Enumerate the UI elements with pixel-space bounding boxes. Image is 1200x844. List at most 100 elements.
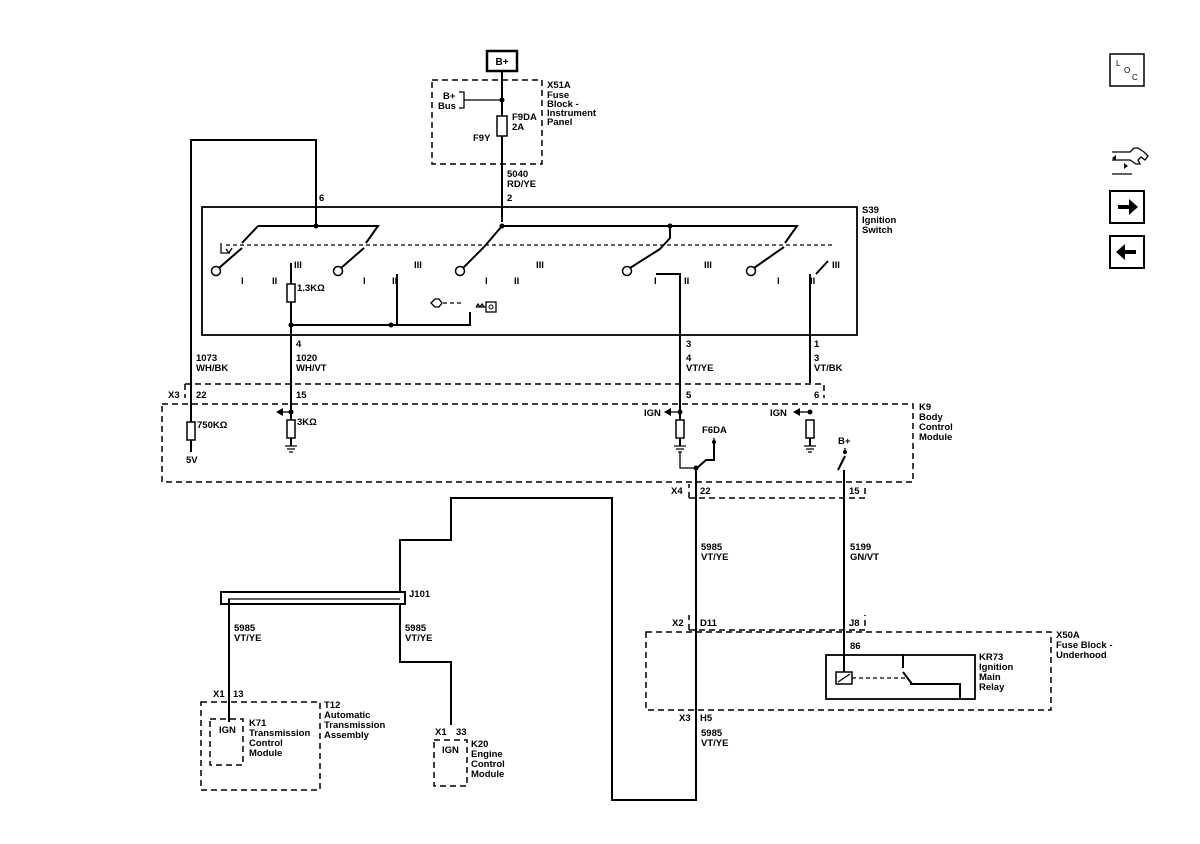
wire-vtye-color: VT/YE — [686, 363, 713, 374]
wire-5985-circuit-3: 5985 — [405, 623, 427, 634]
wire-1073-color: WH/BK — [196, 363, 228, 374]
fuse-f9da-symbol — [496, 115, 508, 137]
wire-5199-color: GN/VT — [850, 552, 879, 563]
uh-pin-j8: J8 — [849, 618, 860, 629]
relay-kr73-name-1: Ignition — [979, 662, 1013, 673]
arrow-left-icon — [1116, 244, 1136, 260]
bcm-5v-label: 5V — [186, 455, 198, 466]
t12-name-2: Transmission — [324, 720, 385, 731]
relay-kr73-id: KR73 — [979, 652, 1003, 663]
ecm-outline — [433, 739, 468, 787]
uh-connector-x2: X2 — [672, 618, 684, 629]
fuse-block-ip-name-4: Panel — [547, 117, 572, 128]
wire-5040-circuit: 5040 — [507, 169, 528, 180]
svg-text:L: L — [1116, 59, 1121, 68]
fuse-f6da-label: F6DA — [702, 425, 727, 436]
wire-1020-color: WH/VT — [296, 363, 327, 374]
ignition-switch-id: S39 — [862, 205, 879, 216]
splice-j101-label: J101 — [409, 589, 431, 600]
tcm-ign: IGN — [219, 725, 236, 736]
arrow-right-icon — [1118, 199, 1138, 215]
wire-5985-color-2: VT/YE — [234, 633, 261, 644]
ignition-switch-pin-6: 6 — [319, 193, 324, 204]
s39-pos-2d: II — [684, 276, 689, 287]
fuse-block-ip-outline — [431, 79, 543, 165]
ignition-switch-name-1: Ignition — [862, 215, 896, 226]
wire-5985-color-1: VT/YE — [701, 552, 728, 563]
previous-page-button[interactable] — [1109, 235, 1145, 269]
svg-text:B+: B+ — [495, 57, 508, 68]
wire-5199-circuit: 5199 — [850, 542, 871, 553]
bcm-outline — [161, 403, 914, 483]
s39-pos-1e: I — [777, 276, 780, 287]
ecm-name-1: Engine — [471, 749, 503, 760]
wire-5985-color-3: VT/YE — [405, 633, 432, 644]
bcm-id: K9 — [919, 402, 931, 413]
bplus-bus-label-2: Bus — [438, 101, 456, 112]
ignition-switch-outline — [201, 206, 858, 336]
wire-5985-color-4: VT/YE — [701, 738, 728, 749]
s39-pos-1c: I — [485, 276, 488, 287]
fuse-f9da-label: F9DA — [512, 112, 537, 123]
fuse-block-ip-name-2: Block - — [547, 99, 579, 110]
s39-pos-3b: III — [414, 260, 422, 271]
bcm-x4-pin-15: 15 — [849, 486, 860, 497]
bplus-bus-label-1: B+ — [443, 91, 456, 102]
ecm-id: K20 — [471, 739, 488, 750]
bcm-connector-x4: X4 — [671, 486, 683, 497]
bcm-name-1: Body — [919, 412, 943, 423]
t12-outline — [200, 701, 321, 791]
connector-view-icon[interactable] — [1112, 147, 1149, 175]
bcm-x3-pin-22: 22 — [196, 390, 207, 401]
wire-5985-circuit-2: 5985 — [234, 623, 256, 634]
uh-connector-x3: X3 — [679, 713, 691, 724]
fuse-f9da-rating: 2A — [512, 122, 524, 133]
bcm-x4-pin-22: 22 — [700, 486, 711, 497]
s39-pos-1a: I — [241, 276, 244, 287]
fuse-block-uh-id: X50A — [1056, 630, 1080, 641]
bcm-name-3: Module — [919, 432, 952, 443]
next-page-button[interactable] — [1109, 190, 1145, 224]
tcm-outline — [209, 718, 244, 766]
bcm-x3-pin-6: 6 — [814, 390, 819, 401]
s39-pos-3e: III — [832, 260, 840, 271]
wire-5040-color: RD/YE — [507, 179, 536, 190]
resistor-750k-label: 750KΩ — [197, 420, 228, 431]
s39-pos-3a: III — [294, 260, 302, 271]
t12-name-1: Automatic — [324, 710, 370, 721]
t12-name-3: Assembly — [324, 730, 370, 741]
wire-1073-circuit: 1073 — [196, 353, 217, 364]
t12-id: T12 — [324, 700, 340, 711]
tcm-name-2: Control — [249, 738, 283, 749]
loc-button[interactable]: L O C — [1109, 53, 1145, 87]
ecm-name-2: Control — [471, 759, 505, 770]
bplus-source: B+ — [485, 49, 519, 73]
bcm-x3-pin-5: 5 — [686, 390, 692, 401]
fuse-block-ip-name-3: Instrument — [547, 108, 597, 119]
relay-pin-86: 86 — [850, 641, 861, 652]
s39-pos-2e: II — [810, 276, 815, 287]
svg-text:C: C — [1132, 73, 1138, 82]
ecm-pin-33: 33 — [456, 727, 467, 738]
wire-5985-circuit-1: 5985 — [701, 542, 723, 553]
splice-j101-outline — [220, 591, 406, 605]
s39-pin-1: 1 — [814, 339, 820, 350]
fuse-block-uh-name-1: Fuse Block - — [1056, 640, 1113, 651]
relay-kr73-name-3: Relay — [979, 682, 1005, 693]
wire-vtbk-pin: 3 — [814, 353, 819, 364]
tcm-id: K71 — [249, 718, 267, 729]
s39-pos-2a: II — [272, 276, 277, 287]
fuse-block-ip-connector: X51A — [547, 80, 571, 91]
wire-1020-circuit: 1020 — [296, 353, 317, 364]
resistor-3k-label: 3KΩ — [297, 417, 317, 428]
wire-vtbk-color: VT/BK — [814, 363, 843, 374]
uh-pin-d11: D11 — [700, 618, 718, 629]
fuse-block-uh-name-2: Underhood — [1056, 650, 1107, 661]
fuse-f9y-label: F9Y — [473, 133, 491, 144]
wire-vtye-pin: 4 — [686, 353, 692, 364]
bcm-ign-1: IGN — [644, 408, 661, 419]
tcm-connector-x1: X1 — [213, 689, 225, 700]
s39-pin-4: 4 — [296, 339, 302, 350]
tcm-pin-13: 13 — [233, 689, 244, 700]
